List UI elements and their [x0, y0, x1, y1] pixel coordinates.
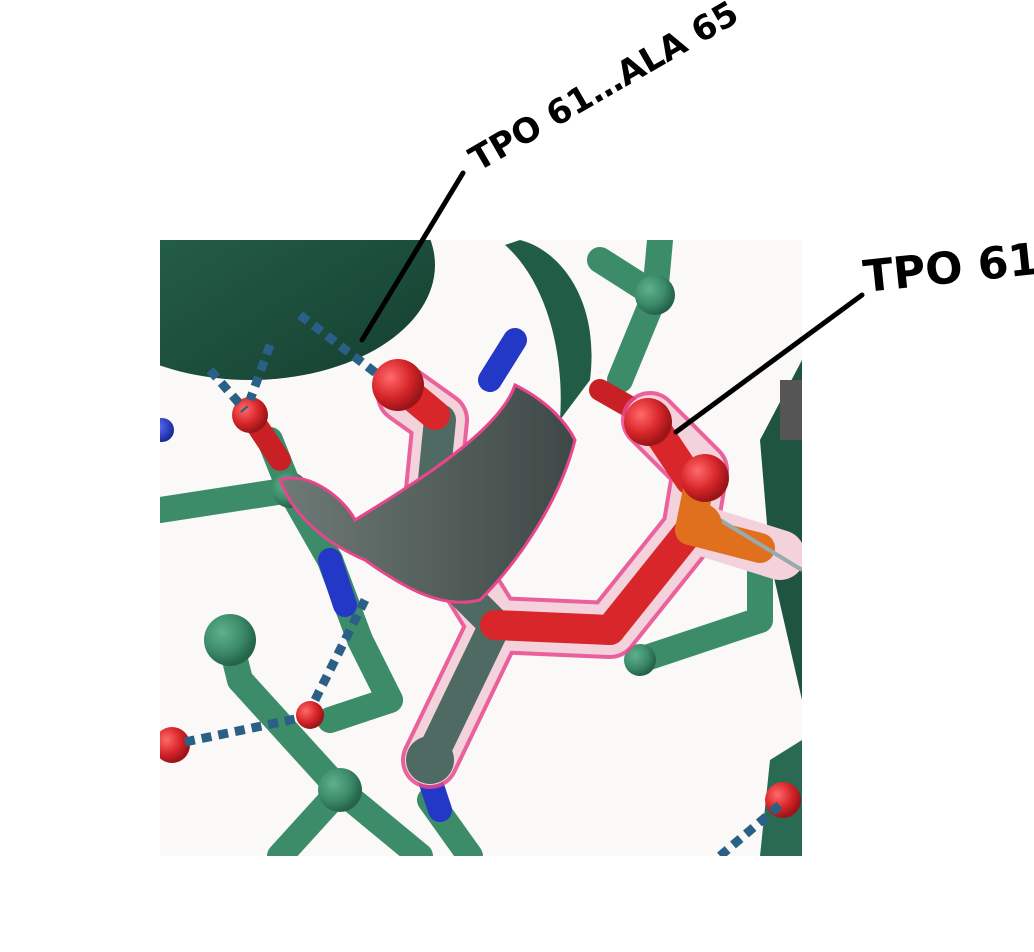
- atom-carbon-bg-2: [318, 768, 362, 812]
- tpo-61-highlight[interactable]: [372, 359, 802, 789]
- atom-oxygen-phosphate-1: [624, 398, 672, 446]
- atom-carbon-tpo-end: [406, 736, 454, 784]
- residue-label: TPO 61: [861, 234, 1034, 303]
- viewer-panel[interactable]: [65, 150, 810, 856]
- cartoon-helix-top-left: [160, 240, 435, 380]
- cartoon-helix-gray[interactable]: [278, 382, 577, 604]
- atom-oxygen-water-2: [296, 701, 324, 729]
- atom-oxygen-bottom-right: [765, 782, 801, 818]
- gray-sheet-right: [780, 380, 802, 440]
- atom-oxygen-left-edge: [160, 727, 190, 763]
- hydrogen-bonds: [184, 311, 783, 856]
- hbond-label: TPO 61…ALA 65: [463, 0, 746, 180]
- atom-carbon-bg-3: [635, 275, 675, 315]
- atom-oxygen-tpo-hydroxyl: [372, 359, 424, 411]
- atom-nitrogen-left-edge: [160, 418, 174, 442]
- atom-oxygen-phosphate-2: [681, 454, 729, 502]
- bond-to-ribbon: [718, 518, 802, 572]
- atom-carbon-bg-1: [204, 614, 256, 666]
- residue-pointer-line: [673, 292, 865, 435]
- atom-phosphorus: [678, 503, 722, 547]
- atom-oxygen-water-1: [232, 397, 268, 433]
- atom-carbon-bg-4: [624, 644, 656, 676]
- hbond-pointer-line: [359, 170, 466, 343]
- cartoon-ribbon-top: [505, 240, 592, 420]
